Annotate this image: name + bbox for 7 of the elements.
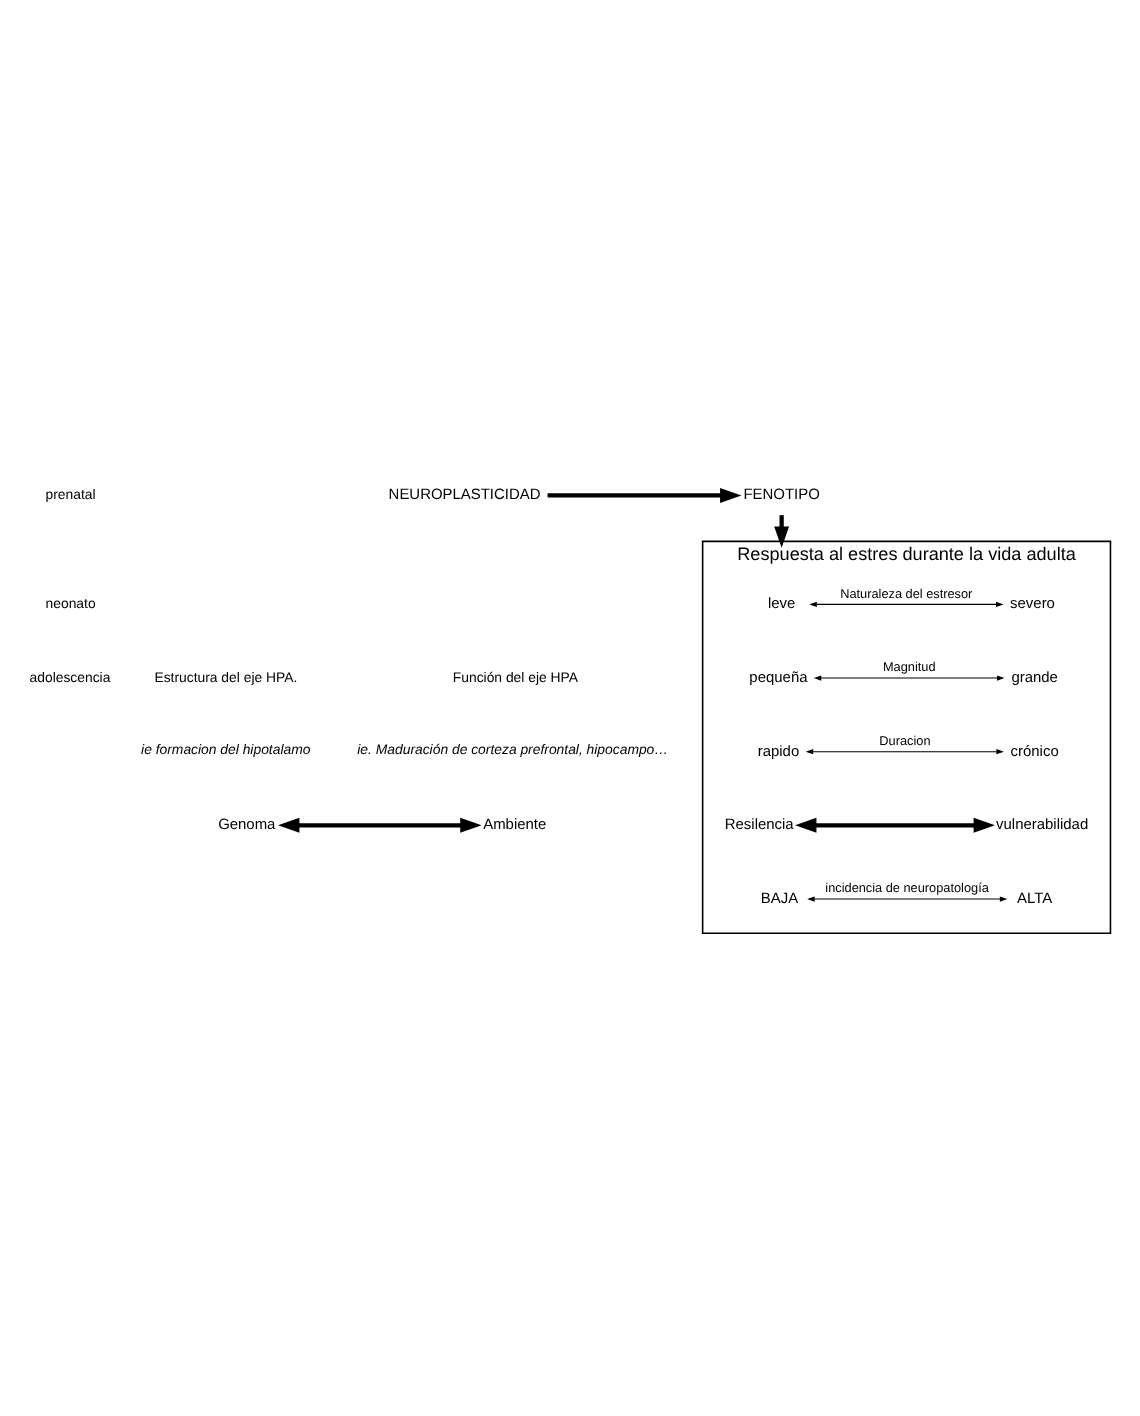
arrow (807, 895, 1008, 901)
arrow (805, 748, 1004, 754)
arrow (278, 816, 482, 832)
arrow (813, 674, 1005, 680)
arrow (795, 816, 995, 832)
arrow (547, 487, 742, 502)
arrow (809, 600, 1004, 606)
